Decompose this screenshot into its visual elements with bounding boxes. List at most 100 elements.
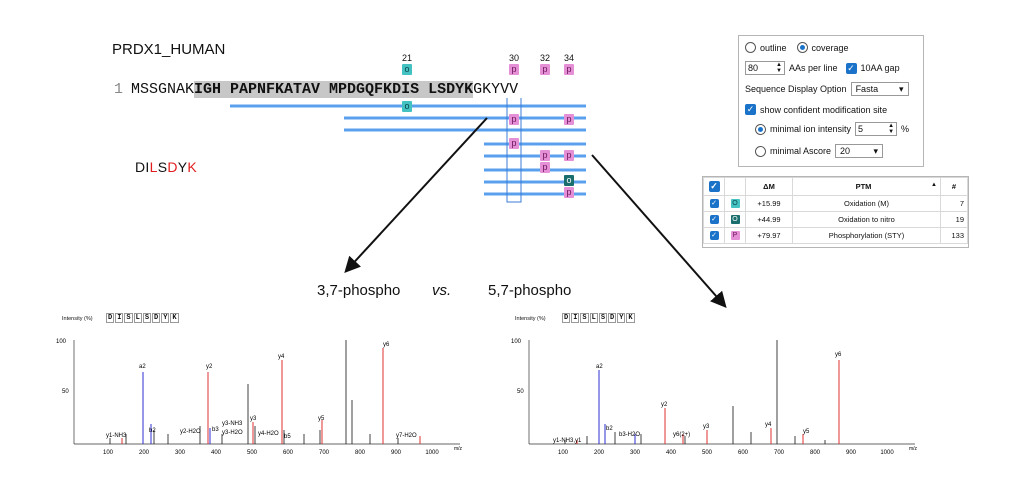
selected-site-box — [506, 98, 522, 203]
ptm-count: 7 — [940, 195, 968, 212]
x-tick: 600 — [738, 450, 749, 456]
ion-label: b2 — [606, 426, 613, 432]
y-tick: 100 — [511, 339, 522, 345]
ion-label: b2 — [149, 428, 156, 434]
ion-label: y3-NH3 — [222, 421, 243, 427]
delta-mass: +44.99 — [745, 211, 793, 228]
sequence-uncovered: MSSGNAK — [131, 81, 195, 98]
ptm-count: 19 — [940, 211, 968, 228]
x-tick: 800 — [810, 450, 821, 456]
peptide-label: DILSDYK — [135, 159, 198, 175]
delta-mass: +15.99 — [745, 195, 793, 212]
intensity-axis-label: Intensity (%) — [515, 316, 546, 322]
nitro-mod-badge[interactable]: o — [564, 175, 574, 186]
sequence-uncovered: GKYVV — [473, 81, 519, 98]
row-checkbox[interactable]: ✓ — [709, 215, 719, 224]
phospho-mod-badge[interactable]: p — [509, 64, 519, 75]
position-label: 30 — [508, 53, 519, 63]
phospho-mod-badge[interactable]: p — [540, 150, 550, 161]
ion-label: y5 — [318, 416, 325, 422]
percent-unit: % — [901, 124, 910, 134]
sort-up-icon: ▲ — [931, 182, 937, 188]
phospho-mod-badge[interactable]: p — [540, 162, 550, 173]
oxidation-badge: O — [730, 199, 740, 208]
ion-label: y2-H2O — [180, 429, 201, 435]
ion-label: b5 — [284, 434, 291, 440]
position-label: 34 — [563, 53, 574, 63]
minimal-ion-stepper[interactable]: 5▲▼ — [855, 122, 898, 136]
ion-label: y4 — [765, 422, 772, 428]
comparison-right: 5,7-phospho — [488, 282, 572, 299]
gap-checkbox[interactable]: ✓ — [845, 62, 857, 74]
line-number: 1 — [114, 81, 124, 98]
x-tick: 900 — [846, 450, 857, 456]
chevron-down-icon: ▾ — [873, 145, 879, 156]
minimal-ion-label: minimal ion intensity — [770, 124, 852, 134]
table-row: ✓ O +44.99 Oxidation to nitro 19 — [703, 211, 968, 228]
x-tick: 900 — [391, 450, 402, 456]
ion-label: y7-H2O — [396, 433, 417, 439]
ion-label: y4 — [278, 354, 285, 360]
x-tick: 400 — [211, 450, 222, 456]
delta-mass-header[interactable]: ΔM — [745, 177, 793, 196]
row-checkbox[interactable]: ✓ — [709, 199, 719, 208]
ion-label: y3 — [703, 424, 710, 430]
intensity-axis-label: Intensity (%) — [62, 316, 93, 322]
x-tick: 100 — [558, 450, 569, 456]
y-tick: 100 — [56, 339, 67, 345]
ms2-spectrum-left[interactable]: 100 50 100 200 300 400 500 600 700 800 9… — [50, 330, 470, 460]
aas-per-line-stepper[interactable]: 80▲▼ — [745, 61, 785, 75]
phospho-mod-badge[interactable]: p — [564, 187, 574, 198]
aas-per-line-label: AAs per line — [789, 63, 838, 73]
outline-radio[interactable] — [745, 42, 756, 53]
chevron-down-icon: ▾ — [899, 83, 904, 94]
ptm-count: 133 — [940, 227, 968, 244]
oxidation-mod-badge[interactable]: o — [402, 64, 412, 75]
show-confident-label: show confident modification site — [760, 104, 888, 115]
y-tick: 50 — [62, 389, 69, 395]
phospho-badge: P — [730, 231, 740, 240]
ptm-header[interactable]: PTM▲ — [792, 177, 941, 196]
row-checkbox[interactable]: ✓ — [709, 231, 719, 240]
minimal-ion-radio[interactable] — [755, 123, 766, 135]
select-all-checkbox[interactable]: ✓ — [708, 181, 720, 192]
phospho-mod-badge[interactable]: p — [564, 150, 574, 161]
minimal-ascore-label: minimal Ascore — [770, 146, 832, 156]
outline-label: outline — [760, 42, 787, 53]
gap-label: 10AA gap — [860, 63, 900, 73]
ion-label: y3-H2O — [222, 430, 243, 436]
x-tick: 100 — [103, 450, 114, 456]
coverage-radio[interactable] — [796, 42, 808, 53]
phospho-mod-badge[interactable]: p — [509, 138, 519, 149]
oxidation-mod-badge[interactable]: o — [402, 101, 412, 112]
position-label: 32 — [539, 53, 550, 63]
mz-label: m/z — [454, 446, 463, 452]
table-row: ✓ P +79.97 Phosphorylation (STY) 133 — [703, 227, 968, 244]
minimal-ascore-radio[interactable] — [755, 145, 766, 157]
ion-label: a2 — [139, 364, 146, 370]
x-tick: 1000 — [880, 450, 894, 456]
show-confident-checkbox[interactable]: ✓ — [745, 104, 756, 115]
protein-sequence: 1 MSSGNAKIGH PAPNFKATAV MPDGQFKDIS LSDYKG… — [114, 80, 518, 100]
sequence-covered[interactable]: IGH PAPNFKATAV MPDGQFKDIS LSDYK — [194, 81, 474, 98]
phospho-mod-badge[interactable]: p — [564, 64, 574, 75]
phospho-mod-badge[interactable]: p — [564, 114, 574, 125]
x-tick: 1000 — [425, 450, 439, 456]
protein-name: PRDX1_HUMAN — [112, 41, 226, 58]
x-tick: 500 — [702, 450, 713, 456]
ptm-name: Oxidation to nitro — [792, 211, 941, 228]
minimal-ascore-select[interactable]: 20▾ — [835, 144, 884, 158]
x-tick: 800 — [355, 450, 366, 456]
x-tick: 200 — [594, 450, 605, 456]
phospho-mod-badge[interactable]: p — [509, 114, 519, 125]
count-header[interactable]: # — [940, 177, 968, 196]
comparison-vs: vs. — [432, 282, 452, 299]
ion-label: y6(2+) — [673, 432, 690, 438]
ion-label: a2 — [596, 364, 603, 370]
ms2-spectrum-right[interactable]: 100 50 100 200 300 400 500 600 700 800 9… — [505, 330, 925, 460]
phospho-mod-badge[interactable]: p — [540, 64, 550, 75]
sequence-display-select[interactable]: Fasta▾ — [850, 82, 909, 96]
